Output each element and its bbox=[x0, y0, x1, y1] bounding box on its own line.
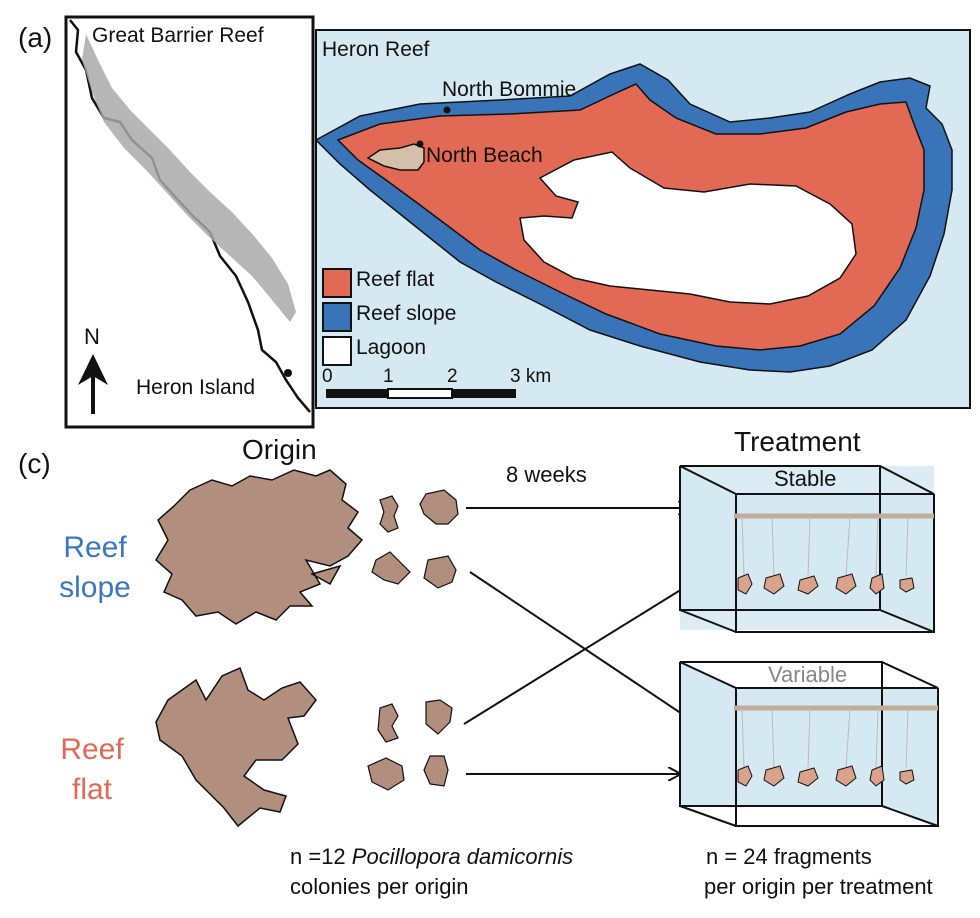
variable-fragment-1 bbox=[737, 765, 753, 787]
origin-reef-flat-label: Reef flat bbox=[52, 730, 132, 810]
tank-stable-label: Stable bbox=[774, 466, 837, 491]
transfer-arrows bbox=[463, 508, 716, 774]
stable-fragment-1 bbox=[737, 573, 753, 595]
north-beach-label: North Beach bbox=[426, 144, 543, 167]
scale-tick-2: 2 bbox=[447, 366, 458, 387]
variable-fragment-3 bbox=[797, 767, 819, 787]
scale-bar-seg-2 bbox=[387, 388, 453, 399]
reef-slope-colony bbox=[155, 469, 364, 625]
gbr-map bbox=[64, 15, 315, 429]
stable-fragment-2 bbox=[763, 573, 785, 595]
stable-fragment-5 bbox=[869, 573, 885, 595]
stable-fragment-3 bbox=[797, 575, 819, 595]
north-label: N bbox=[84, 324, 100, 349]
stable-fragment-4 bbox=[835, 573, 857, 595]
heron-island-label: Heron Island bbox=[136, 376, 256, 399]
origin-reef-slope-label: Reef slope bbox=[52, 528, 138, 608]
legend-swatch-lagoon bbox=[322, 336, 352, 366]
region-label: Great Barrier Reef bbox=[92, 24, 264, 47]
fragment-slope-3 bbox=[371, 551, 411, 585]
reef-flat-colony bbox=[155, 666, 317, 828]
variable-fragment-6 bbox=[899, 769, 915, 785]
colony-note-species: Pocillopora damicornis bbox=[351, 844, 574, 869]
reef-band bbox=[82, 34, 296, 322]
legend-label-reef-flat: Reef flat bbox=[356, 268, 435, 291]
heron-island-shape bbox=[366, 143, 425, 171]
scale-tick-1: 1 bbox=[383, 366, 394, 387]
heron-reef-title: Heron Reef bbox=[322, 38, 430, 61]
origin-reef-slope-line-1: Reef bbox=[63, 531, 127, 564]
tank-stable bbox=[679, 465, 935, 633]
coral-drawings bbox=[155, 469, 459, 828]
fragment-flat-3 bbox=[367, 757, 405, 791]
colony-note-prefix: n =12 bbox=[290, 844, 352, 869]
arrow-flat-to-stable bbox=[463, 568, 716, 725]
legend-swatch-reef-flat bbox=[322, 268, 352, 298]
treatment-title: Treatment bbox=[734, 426, 861, 457]
fragment-slope-4 bbox=[423, 555, 457, 589]
scale-tick-3: 3 km bbox=[510, 366, 552, 387]
arrow-slope-to-variable bbox=[469, 571, 712, 734]
fragment-note-line-2: per origin per treatment bbox=[704, 874, 933, 899]
scale-bar-seg-1 bbox=[326, 389, 388, 398]
variable-fragment-2 bbox=[763, 765, 785, 787]
north-bommie-dot bbox=[443, 106, 451, 114]
lagoon-area bbox=[519, 151, 857, 305]
panel-c-label: (c) bbox=[18, 448, 51, 479]
origin-reef-slope-line-2: slope bbox=[59, 571, 131, 604]
colony-note-line-1: n =12 Pocillopora damicornis bbox=[290, 844, 573, 870]
scale-bar-seg-3 bbox=[452, 389, 516, 398]
heron-island-dot bbox=[284, 369, 292, 377]
origin-reef-flat-line-2: flat bbox=[71, 773, 113, 806]
north-beach-dot bbox=[416, 140, 424, 148]
fragment-flat-1 bbox=[377, 703, 399, 743]
stable-fragment-6 bbox=[899, 577, 915, 593]
legend-label-reef-slope: Reef slope bbox=[356, 302, 457, 325]
scale-tick-0: 0 bbox=[322, 366, 333, 387]
variable-fragment-4 bbox=[835, 765, 857, 787]
variable-fragment-5 bbox=[869, 765, 885, 787]
fragment-flat-2 bbox=[425, 699, 453, 735]
north-bommie-label: North Bommie bbox=[442, 78, 577, 101]
fragment-slope-1 bbox=[379, 495, 399, 533]
tank-variable bbox=[679, 661, 939, 827]
fragment-note-line-1: n = 24 fragments bbox=[706, 844, 872, 869]
origin-title: Origin bbox=[242, 434, 317, 465]
legend-swatch-reef-slope bbox=[322, 302, 352, 332]
fragment-slope-2 bbox=[419, 489, 459, 525]
legend-label-lagoon: Lagoon bbox=[356, 336, 427, 359]
tank-variable-label: Variable bbox=[768, 662, 848, 687]
origin-reef-flat-line-1: Reef bbox=[60, 733, 124, 766]
duration-label: 8 weeks bbox=[506, 462, 587, 487]
fragment-flat-4 bbox=[423, 755, 449, 787]
north-arrow-head bbox=[78, 354, 108, 385]
colony-note-line-2: colonies per origin bbox=[290, 874, 469, 899]
heron-reef-map bbox=[314, 29, 971, 409]
panel-a-label: (a) bbox=[18, 22, 53, 53]
